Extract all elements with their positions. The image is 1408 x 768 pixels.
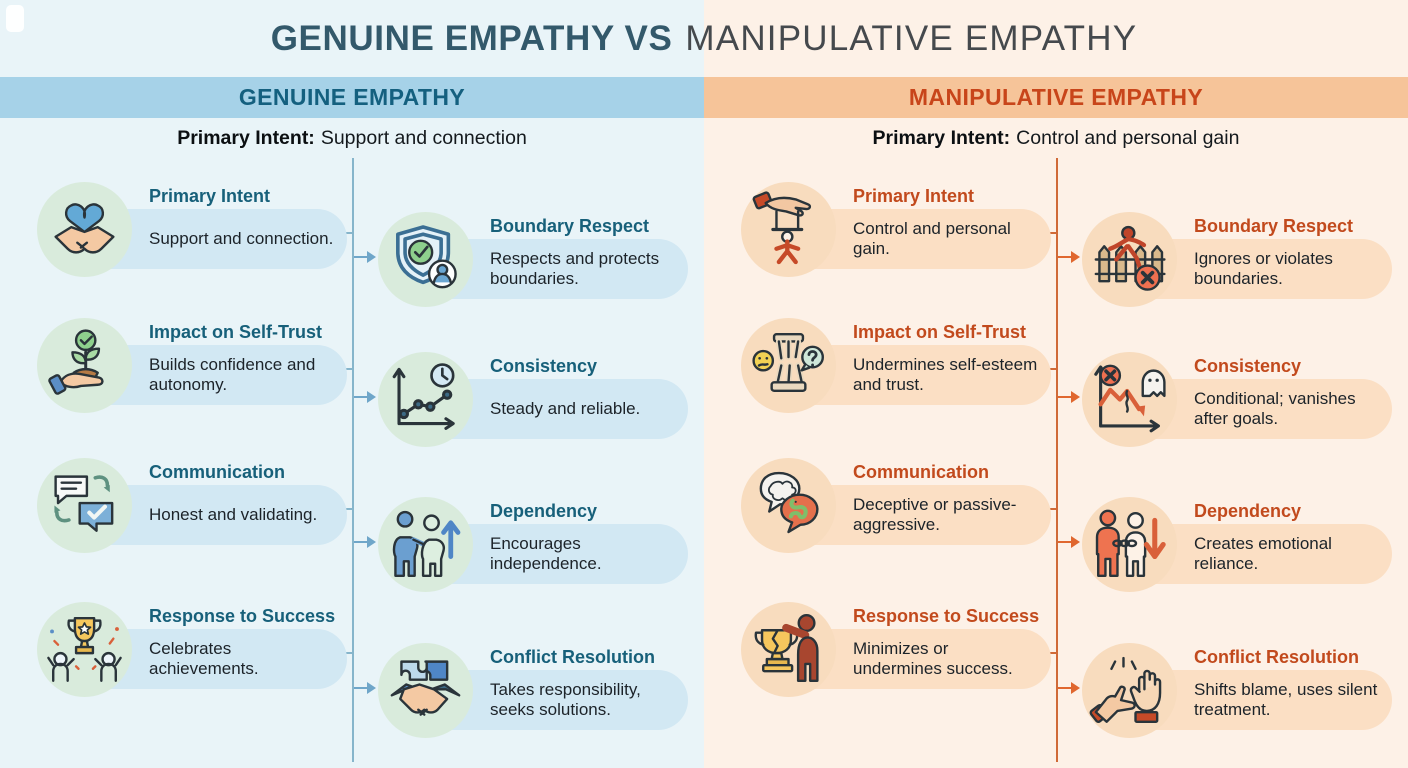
item-detail-text: Shifts blame, uses silent treatment. <box>1194 679 1378 719</box>
chat-bubbles-icon <box>37 458 132 553</box>
page-title-manipulative-part: MANIPULATIVE EMPATHY <box>685 19 1138 58</box>
item-detail-text: Celebrates achievements. <box>149 638 259 678</box>
empathy-item: Celebrates achievements. Response to Succ… <box>35 602 347 702</box>
item-detail-text: Minimizes or undermines success. <box>853 638 1013 678</box>
empathy-item: Takes responsibility, seeks solutions. Co… <box>376 643 688 743</box>
empathy-item: Minimizes or undermines success. Response… <box>739 602 1051 702</box>
item-detail-text: Encourages independence. <box>490 533 602 573</box>
empathy-item: Honest and validating. Communication <box>35 458 347 558</box>
empathy-item: Steady and reliable. Consistency <box>376 352 688 452</box>
fence-violation-icon <box>1082 212 1177 307</box>
connector-arrow <box>354 536 376 548</box>
item-title: Response to Success <box>149 606 336 626</box>
connector-arrow <box>354 682 376 694</box>
item-title: Impact on Self-Trust <box>853 322 1027 342</box>
support-people-icon <box>378 497 473 592</box>
connector-arrow <box>1058 536 1080 548</box>
arrow-head-icon <box>1071 536 1080 548</box>
arrow-head-icon <box>367 391 376 403</box>
genuine-subtitle: Primary Intent: Support and connection <box>0 122 704 154</box>
arrow-head-icon <box>1071 391 1080 403</box>
empathy-item: Shifts blame, uses silent treatment. Conf… <box>1080 643 1392 743</box>
manipulative-header-band: MANIPULATIVE EMPATHY <box>704 77 1408 118</box>
crumbling-pillar-icon <box>741 318 836 413</box>
item-detail-text: Ignores or violates boundaries. <box>1194 248 1333 288</box>
arrow-head-icon <box>367 251 376 263</box>
puppet-hand-icon <box>741 182 836 277</box>
connector-arrow <box>1058 682 1080 694</box>
item-detail-text: Steady and reliable. <box>490 398 641 418</box>
connector-arrow <box>1058 251 1080 263</box>
item-detail-text: Takes responsibility, seeks solutions. <box>490 679 641 719</box>
item-title: Primary Intent <box>853 186 975 206</box>
page-title: GENUINE EMPATHY VS MANIPULATIVE EMPATHY <box>0 0 1408 78</box>
snake-bubble-icon <box>741 458 836 553</box>
genuine-header-band: GENUINE EMPATHY <box>0 77 704 118</box>
item-title: Communication <box>853 462 990 482</box>
item-title: Communication <box>149 462 286 482</box>
item-title: Boundary Respect <box>1194 216 1354 236</box>
empathy-item: Conditional; vanishes after goals. Consis… <box>1080 352 1392 452</box>
item-detail-bubble: Takes responsibility, seeks solutions. <box>396 670 688 730</box>
item-detail-text: Builds confidence and autonomy. <box>149 354 316 394</box>
empathy-item: Undermines self-esteem and trust. Impact … <box>739 318 1051 418</box>
arrow-head-icon <box>367 682 376 694</box>
connector-arrow <box>1058 391 1080 403</box>
arrow-head-icon <box>1071 251 1080 263</box>
manipulative-subtitle-value: Control and personal gain <box>1016 126 1240 149</box>
item-detail-text: Control and personal gain. <box>853 218 1011 258</box>
item-detail-text: Support and connection. <box>149 228 334 248</box>
empathy-item: Builds confidence and autonomy. Impact on… <box>35 318 347 418</box>
arrow-head-icon <box>1071 682 1080 694</box>
item-detail-text: Conditional; vanishes after goals. <box>1194 388 1356 428</box>
empathy-item: Ignores or violates boundaries. Boundary … <box>1080 212 1392 312</box>
genuine-header-label: GENUINE EMPATHY <box>238 84 466 110</box>
empathy-item: Support and connection. Primary Intent <box>35 182 347 282</box>
arrow-head-icon <box>367 536 376 548</box>
manipulative-subtitle-label: Primary Intent: <box>872 126 1011 149</box>
timeline-line <box>352 158 354 762</box>
page-title-genuine-part: GENUINE EMPATHY VS <box>270 19 673 58</box>
empathy-item: Encourages independence. Dependency <box>376 497 688 597</box>
timeline-line <box>1056 158 1058 762</box>
empathy-item: Deceptive or passive-aggressive. Communic… <box>739 458 1051 558</box>
growth-hand-icon <box>37 318 132 413</box>
shield-check-icon <box>378 212 473 307</box>
manipulative-subtitle: Primary Intent: Control and personal gai… <box>704 122 1408 154</box>
chained-people-icon <box>1082 497 1177 592</box>
item-title: Conflict Resolution <box>1194 647 1359 667</box>
handshake-heart-icon <box>37 182 132 277</box>
item-title: Dependency <box>490 501 598 521</box>
item-title: Conflict Resolution <box>490 647 655 667</box>
trophy-celebration-icon <box>37 602 132 697</box>
item-detail-text: Undermines self-esteem and trust. <box>853 354 1038 394</box>
item-title: Impact on Self-Trust <box>149 322 323 342</box>
item-title: Response to Success <box>853 606 1040 626</box>
genuine-subtitle-value: Support and connection <box>320 126 527 149</box>
steady-chart-icon <box>378 352 473 447</box>
item-detail-text: Honest and validating. <box>149 504 318 524</box>
item-title: Boundary Respect <box>490 216 650 236</box>
genuine-subtitle-label: Primary Intent: <box>177 126 315 149</box>
connector-arrow <box>354 251 376 263</box>
item-detail-text: Creates emotional reliance. <box>1194 533 1332 573</box>
item-detail-text: Deceptive or passive-aggressive. <box>853 494 1017 534</box>
erratic-chart-icon <box>1082 352 1177 447</box>
corner-chip <box>6 5 24 32</box>
item-title: Consistency <box>490 356 598 376</box>
item-title: Consistency <box>1194 356 1302 376</box>
handshake-puzzle-icon <box>378 643 473 738</box>
item-title: Dependency <box>1194 501 1302 521</box>
connector-arrow <box>354 391 376 403</box>
item-title: Primary Intent <box>149 186 271 206</box>
blame-hands-icon <box>1082 643 1177 738</box>
manipulative-header-label: MANIPULATIVE EMPATHY <box>908 84 1204 110</box>
empathy-item: Control and personal gain. Primary Intent <box>739 182 1051 282</box>
broken-trophy-icon <box>741 602 836 697</box>
empathy-item: Respects and protects boundaries. Boundar… <box>376 212 688 312</box>
empathy-item: Creates emotional reliance. Dependency <box>1080 497 1392 597</box>
item-detail-text: Respects and protects boundaries. <box>490 248 660 288</box>
